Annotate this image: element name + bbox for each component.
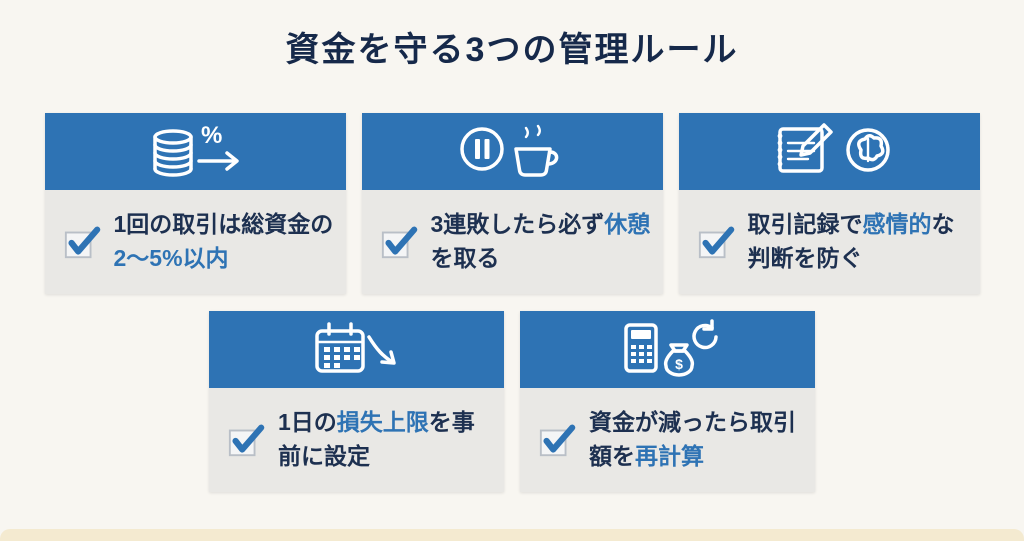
rule-card-2: 3連敗したら必ず休憩を取る xyxy=(361,112,663,294)
card-text: 1回の取引は総資金の2〜5%以内 xyxy=(113,211,334,271)
rule-card-3: 取引記録で感情的な判断を防ぐ xyxy=(678,112,980,294)
card-header: $ xyxy=(520,310,815,388)
card-body: 1回の取引は総資金の2〜5%以内 xyxy=(44,189,346,294)
bottom-accent-bar xyxy=(0,529,1024,541)
checkbox-icon xyxy=(539,424,576,456)
card-header: % xyxy=(44,112,346,190)
bottom-row: 1日の損失上限を事前に設定 xyxy=(0,310,1024,492)
svg-text:$: $ xyxy=(675,356,683,372)
highlight-text: 感情的 xyxy=(862,211,932,238)
card-text: 資金が減ったら取引額を再計算 xyxy=(589,409,796,469)
card-text: 1日の損失上限を事前に設定 xyxy=(278,409,475,469)
card-body: 資金が減ったら取引額を再計算 xyxy=(520,387,815,492)
coins-percent-growth-icon: % xyxy=(153,122,239,178)
highlight-text: 2〜5%以内 xyxy=(113,244,229,271)
card-header xyxy=(209,310,504,388)
top-row: % 1回の取引は総資金の2〜5%以内 xyxy=(0,112,1024,294)
journal-pencil-brain-icon xyxy=(777,123,890,174)
card-header xyxy=(678,112,980,190)
svg-text:%: % xyxy=(201,122,222,149)
checkbox-icon xyxy=(228,424,265,456)
rule-card-4: 1日の損失上限を事前に設定 xyxy=(209,310,504,492)
highlight-text: 休憩 xyxy=(604,211,651,238)
card-body: 取引記録で感情的な判断を防ぐ xyxy=(678,189,980,294)
card-header xyxy=(361,112,663,190)
card-text: 3連敗したら必ず休憩を取る xyxy=(430,211,651,271)
card-text: 取引記録で感情的な判断を防ぐ xyxy=(747,211,955,271)
rule-card-5: $ 資金が減ったら取引額を再計算 xyxy=(520,310,815,492)
checkbox-icon xyxy=(64,226,100,258)
pause-coffee-break-icon xyxy=(460,125,559,178)
highlight-text: 再計算 xyxy=(635,442,704,469)
checkbox-icon xyxy=(381,226,417,258)
card-body: 1日の損失上限を事前に設定 xyxy=(209,387,504,492)
card-body: 3連敗したら必ず休憩を取る xyxy=(361,189,663,294)
calculator-moneybag-recalc-icon: $ xyxy=(623,319,718,378)
page-title: 資金を守る3つの管理ルール xyxy=(285,31,739,69)
calendar-decline-icon xyxy=(314,322,396,374)
rule-card-1: % 1回の取引は総資金の2〜5%以内 xyxy=(44,112,346,294)
checkbox-icon xyxy=(698,226,734,258)
highlight-text: 損失上限 xyxy=(336,409,429,436)
